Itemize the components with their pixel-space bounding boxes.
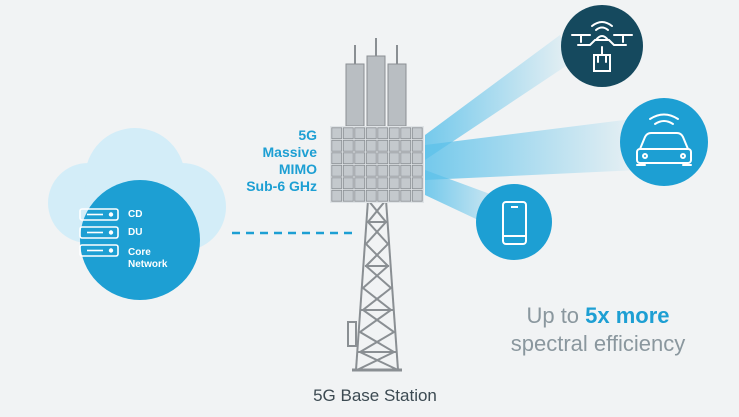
beam-to-drone: [425, 35, 575, 160]
efficiency-callout: Up to 5x more spectral efficiency: [478, 302, 718, 358]
mimo-antenna-element: [400, 127, 412, 140]
mimo-antenna-element: [365, 177, 377, 190]
efficiency-prefix: Up to: [526, 303, 586, 328]
mimo-antenna-element: [354, 177, 366, 190]
mimo-antenna-element: [331, 164, 343, 177]
mimo-label: 5G Massive MIMO Sub-6 GHz: [205, 127, 317, 195]
drone-device: [561, 5, 643, 87]
base-station-label: 5G Base Station: [313, 386, 437, 405]
phone-device: [476, 184, 552, 260]
mimo-antenna-element: [377, 152, 389, 165]
server-label-du: DU: [128, 227, 143, 238]
mimo-antenna-element: [388, 177, 400, 190]
mimo-antenna-element: [354, 152, 366, 165]
mimo-antenna-element: [377, 164, 389, 177]
mimo-antenna-element: [377, 189, 389, 202]
mimo-antenna-element: [342, 152, 354, 165]
mimo-antenna-element: [354, 189, 366, 202]
mimo-line-2: Massive: [262, 144, 317, 160]
mimo-antenna-element: [365, 152, 377, 165]
mimo-antenna-element: [411, 139, 423, 152]
efficiency-line-2: spectral efficiency: [510, 331, 686, 356]
mimo-antenna-element: [365, 189, 377, 202]
mimo-antenna-element: [411, 152, 423, 165]
beam-to-car: [425, 118, 640, 180]
mimo-antenna-element: [354, 139, 366, 152]
mimo-antenna-element: [331, 127, 343, 140]
mimo-antenna-element: [377, 139, 389, 152]
antenna-mast: [345, 38, 407, 127]
mimo-antenna-element: [388, 189, 400, 202]
mimo-antenna-element: [400, 139, 412, 152]
drone-icon: [571, 21, 633, 72]
efficiency-highlight: 5x more: [585, 303, 670, 328]
mimo-antenna-element: [342, 139, 354, 152]
mimo-antenna-element: [342, 127, 354, 140]
mimo-antenna-element: [354, 164, 366, 177]
mimo-antenna-element: [388, 164, 400, 177]
mimo-antenna-element: [331, 189, 343, 202]
efficiency-line-1: Up to 5x more: [478, 302, 718, 330]
mimo-antenna-element: [400, 177, 412, 190]
phone-icon: [502, 201, 527, 245]
mimo-antenna-element: [388, 127, 400, 140]
mimo-line-1: 5G: [298, 127, 317, 143]
mimo-antenna-element: [342, 164, 354, 177]
mimo-antenna-element: [365, 127, 377, 140]
mimo-antenna-element: [331, 177, 343, 190]
mimo-line-3: MIMO: [278, 161, 317, 177]
mimo-antenna-element: [400, 164, 412, 177]
car-device: [620, 98, 708, 186]
mimo-antenna-element: [411, 164, 423, 177]
mimo-antenna-element: [331, 139, 343, 152]
mimo-antenna-element: [331, 152, 343, 165]
mimo-antenna-element: [411, 189, 423, 202]
mimo-antenna-element: [377, 177, 389, 190]
mimo-antenna-element: [342, 189, 354, 202]
mimo-antenna-array: [330, 126, 424, 203]
server-stack-icon: [79, 208, 119, 257]
mimo-antenna-element: [388, 152, 400, 165]
server-label-cd: CD: [128, 209, 143, 220]
car-icon: [636, 113, 692, 166]
mimo-antenna-element: [377, 127, 389, 140]
mimo-antenna-element: [400, 189, 412, 202]
mimo-antenna-element: [365, 164, 377, 177]
mimo-antenna-element: [411, 177, 423, 190]
mimo-antenna-element: [342, 177, 354, 190]
mimo-antenna-element: [411, 127, 423, 140]
mimo-antenna-element: [388, 139, 400, 152]
tower-structure: [347, 199, 402, 372]
server-label-core-network: Core Network: [128, 247, 168, 270]
mimo-antenna-element: [365, 139, 377, 152]
mimo-line-4: Sub-6 GHz: [246, 178, 317, 194]
mimo-antenna-element: [400, 152, 412, 165]
mimo-antenna-element: [354, 127, 366, 140]
server-circle: [80, 180, 200, 300]
